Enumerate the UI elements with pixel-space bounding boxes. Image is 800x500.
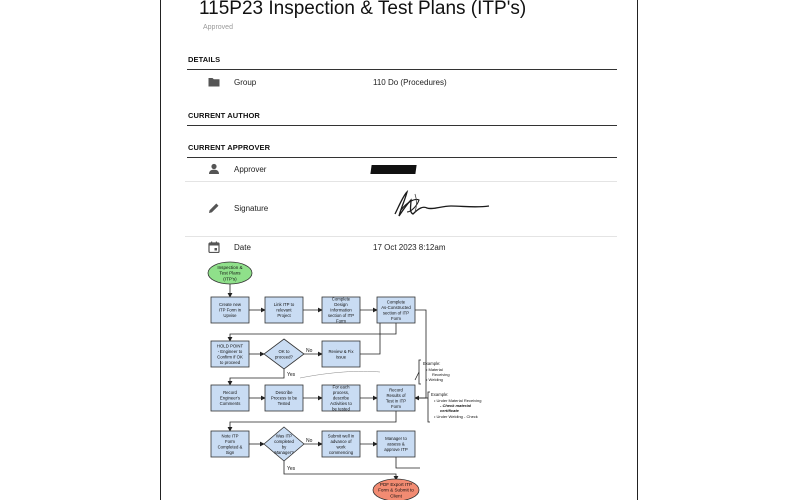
process-box — [264, 296, 304, 324]
section-current-approver-heading: CURRENT APPROVER — [188, 143, 271, 152]
process-box — [376, 384, 416, 412]
process-box — [376, 430, 416, 458]
section-details-heading: DETAILS — [188, 55, 221, 64]
no-label: No — [306, 438, 313, 444]
bracket — [427, 391, 430, 423]
example-item: Receiving — [432, 372, 450, 377]
process-box — [321, 340, 361, 368]
start-node-text: Inspection &Test Plans(ITP's) — [217, 265, 242, 282]
date-value: 17 Oct 2023 8:12am — [373, 243, 446, 252]
signature-label: Signature — [234, 204, 269, 213]
row-divider — [185, 181, 617, 182]
connector — [395, 457, 420, 469]
example-item: - Check material — [440, 403, 472, 408]
end-node — [372, 478, 420, 500]
example-item: • Under Welding - Check — [434, 414, 478, 419]
example-title: Example: — [431, 392, 448, 397]
connector — [414, 371, 420, 381]
pencil-icon — [209, 203, 219, 213]
connector — [414, 309, 427, 401]
group-label: Group — [234, 78, 257, 87]
date-label: Date — [234, 243, 251, 252]
process-box — [321, 384, 361, 412]
process-box — [321, 430, 361, 458]
process-box — [210, 340, 250, 368]
example-title: Example: — [423, 361, 440, 366]
signature-image — [394, 189, 490, 217]
yes-label: Yes — [287, 466, 296, 472]
process-box — [210, 296, 250, 324]
process-box — [376, 296, 416, 324]
connector — [227, 369, 285, 386]
calendar-icon — [208, 241, 220, 253]
process-box — [210, 384, 250, 412]
section-divider — [187, 125, 617, 126]
connector — [283, 461, 399, 481]
example-item: certificate — [440, 408, 460, 413]
connector — [227, 411, 397, 432]
person-icon — [209, 163, 219, 174]
start-node — [207, 261, 253, 285]
document-page: 115P23 Inspection & Test Plans (ITP's) A… — [161, 0, 637, 500]
process-box — [210, 430, 250, 458]
status-label: Approved — [203, 24, 233, 31]
no-label: No — [306, 348, 313, 354]
example-item: • Welding — [426, 377, 443, 382]
decision-node — [263, 426, 305, 462]
section-divider — [187, 157, 617, 158]
row-divider — [185, 236, 617, 237]
right-border — [637, 0, 638, 500]
connector — [227, 323, 397, 342]
approver-label: Approver — [234, 165, 267, 174]
group-value: 110 Do (Procedures) — [373, 78, 447, 87]
folder-icon — [208, 78, 220, 87]
decision-node — [263, 338, 305, 370]
section-current-author-heading: CURRENT AUTHOR — [188, 111, 260, 120]
page-title: 115P23 Inspection & Test Plans (ITP's) — [199, 0, 527, 19]
connector — [299, 371, 381, 379]
yes-label: Yes — [287, 372, 296, 378]
process-box — [264, 384, 304, 412]
left-border — [160, 0, 161, 500]
process-box — [321, 296, 361, 324]
example-item: • Under Material Receiving — [434, 398, 481, 403]
example-item: • Material — [426, 367, 443, 372]
bracket — [418, 359, 421, 385]
section-divider — [187, 69, 617, 70]
